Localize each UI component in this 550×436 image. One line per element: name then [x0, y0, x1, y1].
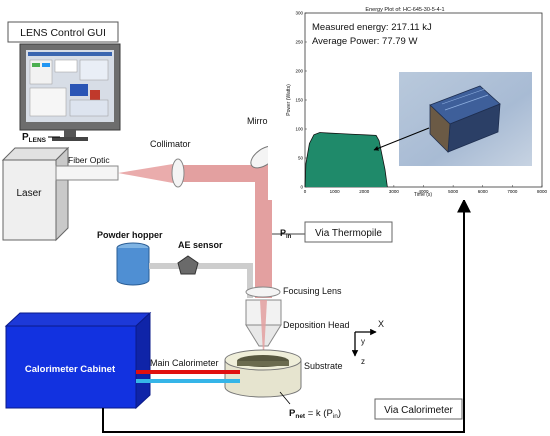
- thermopile-label: Via Thermopile: [315, 228, 382, 239]
- powder-tube: [149, 263, 253, 298]
- gui-group: LENS Control GUI PLENS: [7, 21, 121, 144]
- collimator-label: Collimator: [150, 139, 191, 149]
- power-line: [304, 132, 388, 188]
- x-tick-label: 6000: [478, 189, 489, 194]
- part-highlight: [441, 88, 486, 105]
- screen-panel: [54, 59, 78, 73]
- ae-sensor-group: AE sensor: [177, 240, 223, 275]
- x-tick-label: 8000: [537, 189, 548, 194]
- screen-panel: [69, 99, 109, 117]
- mirror-label: Mirror: [247, 116, 271, 126]
- cabinet-front: [5, 325, 137, 409]
- focusing-lens-label: Focusing Lens: [283, 286, 342, 296]
- laser-label: Laser: [16, 188, 42, 199]
- ae-sensor: [177, 255, 199, 275]
- via-calorimeter-label: Via Calorimeter: [384, 405, 453, 416]
- beam-focused: [260, 300, 267, 354]
- deposition-head-label: Deposition Head: [283, 320, 350, 330]
- y-axis-label: y: [361, 337, 365, 346]
- monitor-base: [52, 137, 88, 141]
- deposition-head-group: Focusing Lens Deposition Head: [245, 286, 350, 354]
- x-tick-label: 4000: [418, 189, 429, 194]
- gui-label-box: [7, 21, 119, 43]
- p-net-label: Pnet = k (Pin): [289, 408, 341, 420]
- laser-group: Laser: [1, 146, 70, 242]
- ae-sensor-label: AE sensor: [178, 240, 223, 250]
- beam-vertical: [255, 165, 272, 298]
- powder-hopper-group: Powder hopper: [97, 230, 163, 286]
- calorimeter-cup: [224, 360, 302, 398]
- x-tick-label: 0: [304, 189, 307, 194]
- p-in-label: Pin: [280, 228, 292, 240]
- cabinet-side: [135, 311, 151, 410]
- screen-blue-block: [70, 84, 88, 96]
- powder-hopper-label: Powder hopper: [97, 230, 163, 240]
- substrate-edge: [237, 361, 289, 366]
- y-tick-label: 150: [295, 98, 303, 103]
- collimator-lens: [171, 158, 185, 188]
- y-tick-label: 200: [295, 69, 303, 74]
- part-photo: [399, 72, 532, 166]
- plot-series: [304, 132, 388, 188]
- calorimeter-cabinet-group: Calorimeter Cabinet: [4, 311, 152, 410]
- average-power-text: Average Power: 77.79 W: [312, 36, 417, 47]
- y-tick-label: 300: [295, 11, 303, 16]
- power-area: [305, 132, 388, 187]
- x-tick-label: 1000: [330, 189, 341, 194]
- x-tick-label: 7000: [507, 189, 518, 194]
- plot-ticks: 0 1000 2000 3000 4000 5000 6000 7000 8000 0 50 100 1…: [295, 11, 547, 195]
- p-lens-label: PLENS: [22, 132, 47, 144]
- screen-indicator: [32, 63, 40, 67]
- plot-title: Energy Plot of: HC-645-30-5-4-1: [365, 7, 444, 13]
- monitor-neck: [64, 130, 76, 138]
- screen-red-block: [90, 90, 100, 104]
- laser-side: [55, 146, 69, 242]
- plot-xlabel: Time (s): [414, 192, 432, 198]
- beam-cone: [118, 164, 173, 183]
- thermopile-box: [304, 221, 393, 243]
- laser-front: [2, 159, 57, 241]
- y-tick-label: 250: [295, 40, 303, 45]
- plot-ylabel: Power (Watts): [286, 84, 292, 116]
- part-highlight: [444, 94, 489, 111]
- hopper-body: [116, 248, 150, 286]
- screen-panel-bottom: [29, 87, 67, 117]
- measured-energy-text: Measured energy: 217.11 kJ: [312, 22, 432, 33]
- fiber-optic-tube: [55, 165, 119, 181]
- substrate-group: Substrate: [224, 349, 343, 398]
- main-calorimeter-label: Main Calorimeter: [150, 358, 219, 368]
- beam-horizontal: [178, 165, 270, 182]
- substrate-label: Substrate: [304, 361, 343, 371]
- screen-indicator: [42, 63, 50, 67]
- collimator-group: Collimator: [150, 139, 191, 188]
- focusing-lens: [245, 286, 281, 298]
- y-tick-label: 0: [300, 185, 303, 190]
- screen-titlebar: [28, 52, 112, 56]
- x-tick-label: 2000: [359, 189, 370, 194]
- x-axis-label: X: [378, 319, 384, 329]
- beam-path: [118, 164, 272, 298]
- cabinet-label: Calorimeter Cabinet: [25, 364, 116, 375]
- data-flow-arrow: [102, 198, 471, 433]
- z-axis-label: z: [361, 357, 365, 366]
- via-calorimeter-box: [374, 398, 463, 420]
- p-net-leader: [279, 391, 291, 405]
- photo-pointer-arrow: [373, 127, 430, 151]
- fiber-label: Fiber Optic: [68, 155, 110, 165]
- screen-panel-right: [79, 59, 109, 81]
- x-tick-label: 5000: [448, 189, 459, 194]
- part-end-face: [429, 104, 451, 153]
- y-tick-label: 100: [295, 127, 303, 132]
- cabinet-top: [4, 312, 152, 327]
- x-tick-label: 3000: [389, 189, 400, 194]
- axes-indicator: X y z: [351, 319, 384, 366]
- gui-label: LENS Control GUI: [20, 27, 106, 39]
- y-tick-label: 50: [298, 156, 304, 161]
